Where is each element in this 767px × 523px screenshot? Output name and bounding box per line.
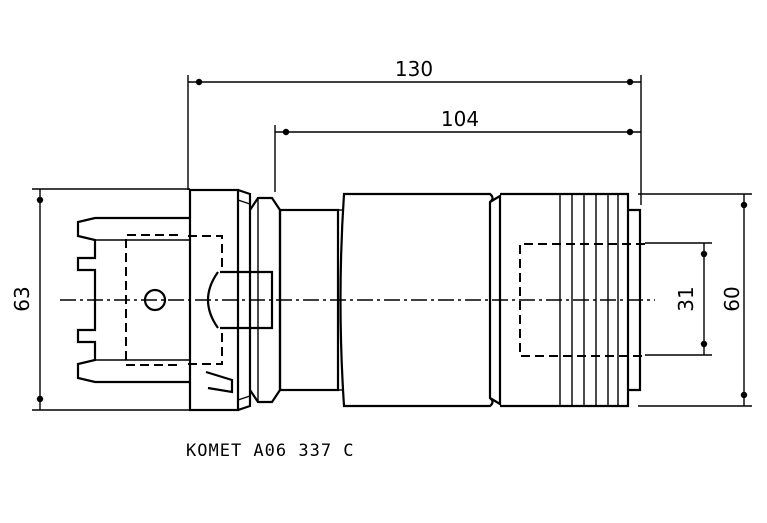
dimension-60: 60: [638, 193, 752, 407]
dimension-label-60: 60: [720, 286, 744, 311]
dimension-label-63: 63: [10, 286, 34, 311]
dimension-label-104: 104: [441, 107, 479, 131]
part-caption: KOMET A06 337 C: [186, 441, 355, 461]
dimension-label-31: 31: [674, 286, 698, 311]
dimension-31: 31: [645, 242, 712, 356]
dimension-label-130: 130: [395, 57, 433, 81]
dimension-63: 63: [10, 188, 190, 411]
dimension-130: 130: [187, 57, 642, 205]
dimension-104: 104: [274, 107, 641, 192]
